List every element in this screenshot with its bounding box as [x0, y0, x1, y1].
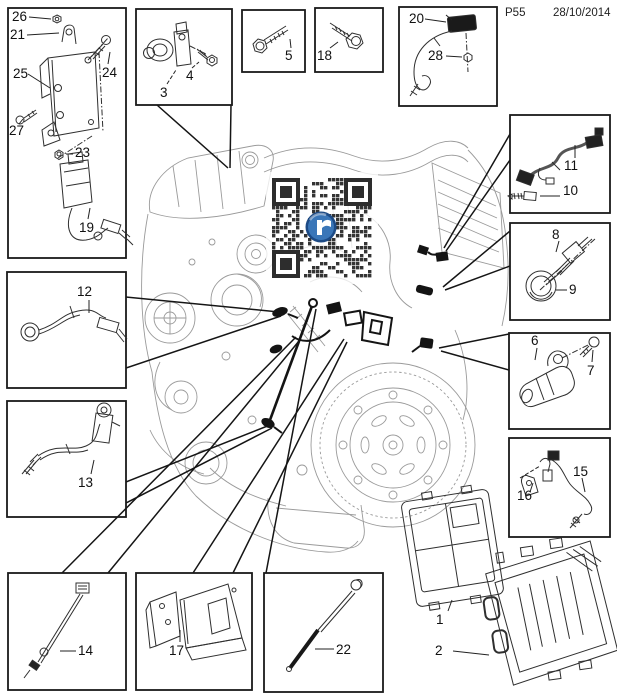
panel-sensor-14-box [7, 572, 127, 691]
part-bolt-5-drawing [252, 25, 292, 54]
panel-temp-sensor-box [509, 222, 611, 321]
callout-9[interactable]: 9 [569, 282, 577, 297]
callout-14[interactable]: 14 [78, 643, 94, 658]
callout-13[interactable]: 13 [78, 475, 94, 490]
callout-6[interactable]: 6 [531, 333, 539, 348]
panel-harness-box [509, 114, 611, 214]
panel-sensor-12-box [6, 271, 127, 389]
panel-bolt5-box [241, 9, 306, 73]
callout-23[interactable]: 23 [75, 145, 91, 160]
panel-sensor-1615-box [508, 437, 611, 538]
part-dipstick-22-drawing [286, 579, 363, 672]
panel-sensor-13-box [6, 400, 127, 518]
part-sensor-14-drawing [23, 582, 90, 679]
callout-21[interactable]: 21 [10, 27, 26, 42]
callout-4[interactable]: 4 [186, 68, 194, 83]
part-sensor-13-drawing [21, 402, 121, 476]
callout-22[interactable]: 22 [336, 642, 352, 657]
in-situ-sensors [261, 244, 449, 434]
callout-27[interactable]: 27 [9, 123, 25, 138]
callout-5[interactable]: 5 [285, 48, 293, 63]
part-drawings [15, 14, 617, 686]
callout-15[interactable]: 15 [573, 464, 589, 479]
callout-16[interactable]: 16 [517, 488, 533, 503]
panel-nox-sensor-box [398, 6, 498, 107]
callout-3[interactable]: 3 [160, 85, 168, 100]
part-oxygen-sensor-19-drawing [59, 151, 134, 246]
part-temp-sensor-8-drawing [525, 236, 597, 302]
callout-7[interactable]: 7 [587, 363, 595, 378]
panel-bracket-17-box [135, 572, 253, 691]
part-harness-11-drawing [507, 127, 604, 202]
panel-crank-sensor-box [508, 332, 611, 430]
part-ecu-1-drawing [401, 484, 505, 611]
callout-10[interactable]: 10 [563, 183, 579, 198]
part-mount-plate-2-drawing [482, 537, 617, 686]
callout-8[interactable]: 8 [552, 227, 560, 242]
callout-12[interactable]: 12 [77, 284, 93, 299]
part-sensor-16-drawing [519, 457, 553, 497]
panel-camshaft-sensor-box [135, 8, 233, 106]
part-bolt-18-drawing [329, 22, 364, 50]
leader-lines [61, 104, 511, 574]
page-date: 28/10/2014 [553, 7, 611, 19]
part-crank-sensor-6-drawing [519, 336, 600, 408]
callout-26[interactable]: 26 [12, 9, 28, 24]
callout-25[interactable]: 25 [13, 66, 29, 81]
callout-24[interactable]: 24 [102, 65, 118, 80]
callout-boxes [6, 6, 611, 693]
panel-bolt18-box [314, 7, 384, 73]
panel-dipstick-box [263, 572, 384, 693]
callout-11[interactable]: 11 [564, 158, 579, 173]
part-camshaft-sensor-3-drawing [143, 21, 218, 85]
callout-1[interactable]: 1 [436, 612, 444, 627]
part-nox-sensor-20-drawing [409, 14, 477, 97]
part-bracket-21-drawing [15, 14, 111, 161]
callout-17[interactable]: 17 [169, 643, 185, 658]
brand-logo-icon [305, 211, 337, 243]
callout-20[interactable]: 20 [409, 11, 425, 26]
part-sensor-12-drawing [20, 300, 128, 343]
callout-28[interactable]: 28 [428, 48, 444, 63]
callout-18[interactable]: 18 [317, 48, 333, 63]
part-bracket-17-drawing [145, 583, 247, 661]
page-code: P55 [505, 7, 526, 19]
callout-19[interactable]: 19 [79, 220, 95, 235]
callout-2[interactable]: 2 [435, 643, 443, 658]
panel-bracket-box [7, 7, 127, 259]
qr-code [266, 172, 378, 284]
part-probe-15-drawing [547, 450, 593, 529]
